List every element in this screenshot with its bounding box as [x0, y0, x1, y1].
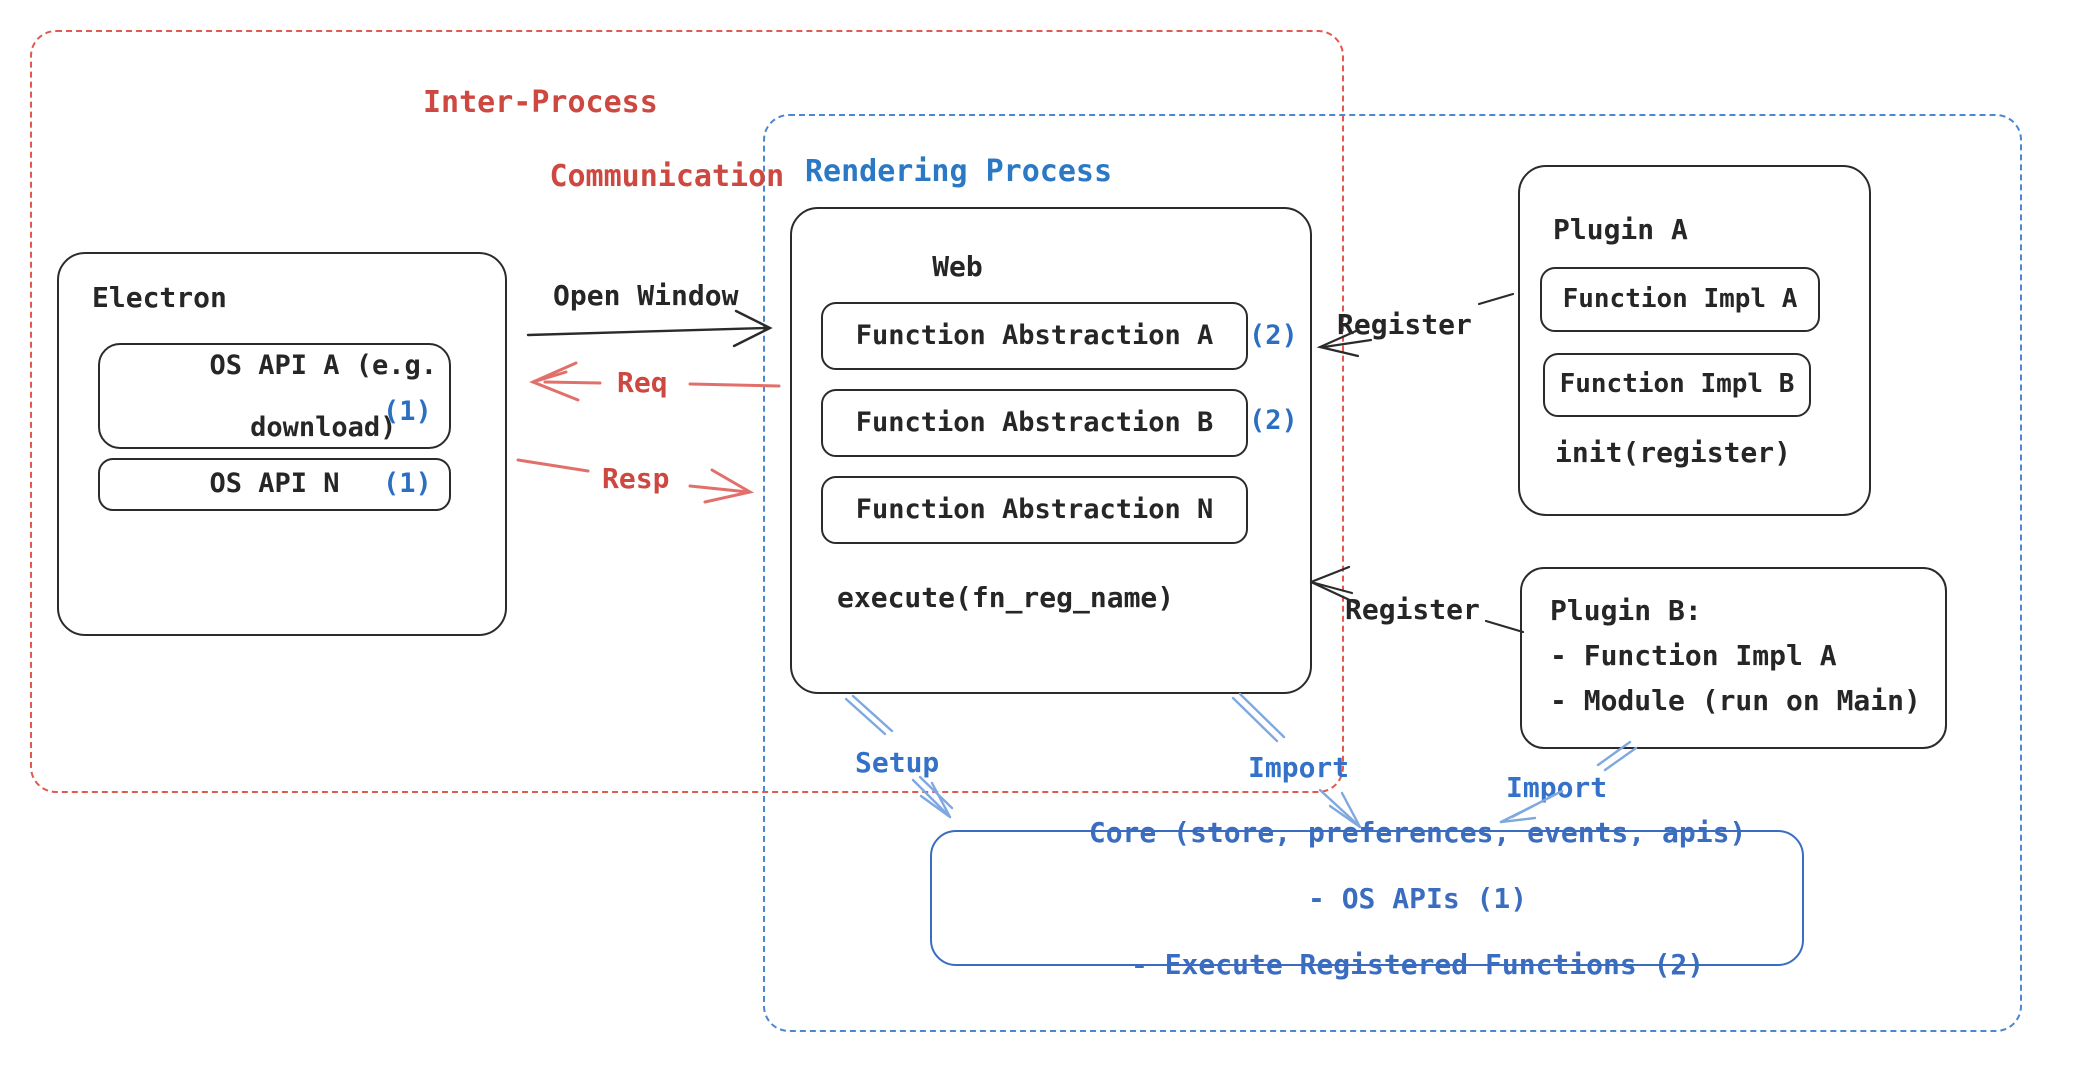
import-plugin-label: Import	[1506, 771, 1608, 804]
plugin-b-item-impl-a: - Function Impl A	[1550, 639, 1837, 672]
core-box: Core (store, preferences, events, apis) …	[930, 816, 1804, 981]
setup-label: Setup	[855, 746, 940, 779]
plugin-b-item-module: - Module (run on Main)	[1550, 684, 1921, 717]
ipc-region-title: Inter-Process Communication	[423, 84, 784, 195]
ipc-region-box	[30, 30, 1344, 793]
plugin-b-title: Plugin B:	[1550, 594, 1702, 627]
function-abstraction-a-box: Function Abstraction A	[821, 302, 1248, 370]
electron-title: Electron	[92, 281, 227, 314]
web-title: Web	[932, 250, 983, 283]
ipc-title-line2: Communication	[549, 159, 785, 194]
function-abstraction-a-badge: (2)	[1249, 320, 1298, 351]
plugin-b-box	[1520, 567, 1947, 749]
plugin-a-title: Plugin A	[1553, 213, 1688, 246]
function-abstraction-b-badge: (2)	[1249, 405, 1298, 436]
init-register-label: init(register)	[1555, 436, 1792, 469]
function-impl-a-box: Function Impl A	[1540, 267, 1820, 332]
os-api-a-line2: download)	[250, 411, 397, 443]
function-impl-a-label: Function Impl A	[1562, 283, 1798, 314]
function-abstraction-b-label: Function Abstraction B	[855, 406, 1214, 438]
function-abstraction-n-box: Function Abstraction N	[821, 476, 1248, 544]
register-bottom-label: Register	[1345, 593, 1480, 626]
function-abstraction-b-box: Function Abstraction B	[821, 389, 1248, 457]
ipc-title-line1: Inter-Process	[423, 85, 658, 120]
open-window-label: Open Window	[553, 279, 739, 312]
core-line-2: - OS APIs (1)	[1307, 881, 1528, 915]
plugin-b-text: Plugin B: - Function Impl A - Module (run …	[1550, 588, 1921, 723]
os-api-a-line1: OS API A (e.g.	[209, 349, 438, 381]
function-impl-b-label: Function Impl B	[1559, 369, 1795, 400]
os-api-a-box: OS API A (e.g. download)	[98, 343, 451, 449]
resp-label: Resp	[598, 462, 674, 496]
req-label: Req	[613, 366, 672, 400]
rendering-region-title: Rendering Process	[805, 154, 1113, 189]
rendering-process-region-box	[763, 114, 2022, 1032]
function-abstraction-n-label: Function Abstraction N	[855, 493, 1214, 525]
plugin-a-box	[1518, 165, 1871, 516]
core-line-1: Core (store, preferences, events, apis)	[1088, 815, 1747, 849]
import-web-label: Import	[1248, 751, 1350, 784]
execute-label: execute(fn_reg_name)	[837, 581, 1175, 614]
core-line-3: - Execute Registered Functions (2)	[1130, 947, 1705, 981]
os-api-n-badge: (1)	[383, 468, 432, 499]
os-api-n-box: OS API N	[98, 458, 451, 511]
os-api-n-label: OS API N	[209, 468, 340, 500]
register-top-label: Register	[1337, 308, 1472, 341]
function-impl-b-box: Function Impl B	[1543, 353, 1811, 417]
os-api-a-badge: (1)	[383, 396, 432, 427]
function-abstraction-a-label: Function Abstraction A	[855, 319, 1214, 351]
